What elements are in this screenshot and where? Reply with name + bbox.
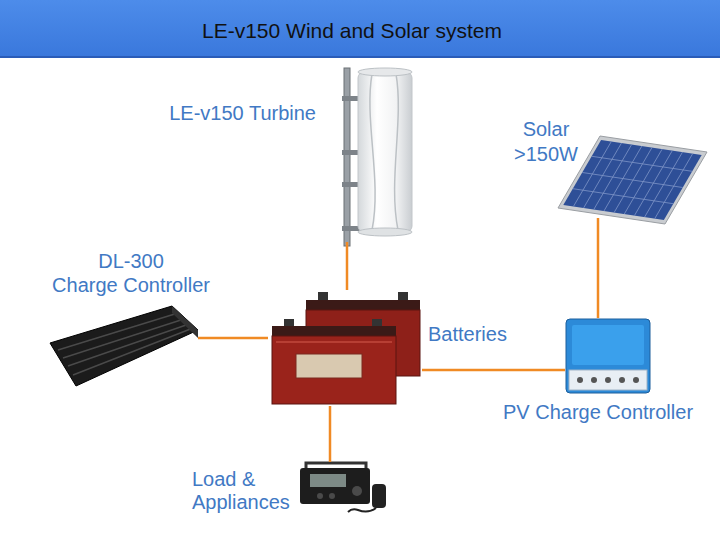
component-label: DL-300 [31,249,231,273]
battery-bank [398,292,408,301]
wind-turbine [342,68,412,246]
dump-load-controller [73,328,193,375]
component-label: Batteries [428,322,528,346]
pv-controller [566,319,650,393]
battery-bank [296,354,362,378]
component-label: PV Charge Controller [486,400,710,424]
solar-panel [573,189,674,204]
pv-controller [569,370,647,390]
pv-controller [566,319,650,393]
component-node: Batteries [268,290,422,406]
battery-bank [276,341,392,343]
pv-controller [605,377,611,383]
radio-load [317,493,323,499]
radio-load [310,474,346,487]
solar-panel [563,140,701,220]
wire-connector [597,218,600,318]
wind-turbine [358,228,412,236]
battery-bank [272,336,396,404]
dump-load-controller [50,306,198,386]
component-node: LE-v150 Turbine [338,66,414,242]
battery-bank [318,292,328,301]
solar-panel [563,140,701,220]
battery-bank [272,292,420,404]
component-node: DL-300Charge Controller [50,303,198,387]
radio-load [300,468,370,504]
solar-panel [582,172,683,187]
wind-turbine [344,68,350,246]
dump-load-controller [58,313,178,350]
radio-load [300,463,386,512]
solar-panel [558,136,707,224]
wire-connector [346,242,349,290]
component-label: Charge Controller [31,273,231,297]
dump-load-controller [68,324,189,366]
pv-controller [619,377,625,383]
wind-turbine [358,72,412,232]
solar-panel [558,136,707,224]
solar-panel [592,156,693,171]
component-label: Solar >150W [508,117,584,167]
dump-load-controller [50,306,198,386]
component-node: Solar >150W [552,133,707,218]
radio-load [352,486,362,496]
component-node: Load & Appliances [296,462,388,514]
wire-connector [329,406,332,462]
component-label: LE-v150 Turbine [150,101,316,125]
radio-load [348,508,376,512]
pv-controller [572,325,644,365]
title-band: LE-v150 Wind and Solar system [0,0,720,58]
pv-controller [591,377,597,383]
radio-load [372,484,386,508]
component-label: Load & Appliances [192,468,300,514]
wind-turbine [395,74,399,230]
diagram-title: LE-v150 Wind and Solar system [0,0,704,58]
dump-load-controller [172,306,198,338]
component-node: PV Charge Controller [565,318,651,394]
radio-load [329,493,335,499]
wind-turbine [370,74,375,230]
wire-connector [422,369,565,372]
pv-controller [577,377,583,383]
pv-controller [633,377,639,383]
wire-connector [198,337,268,340]
wind-turbine [358,68,412,76]
